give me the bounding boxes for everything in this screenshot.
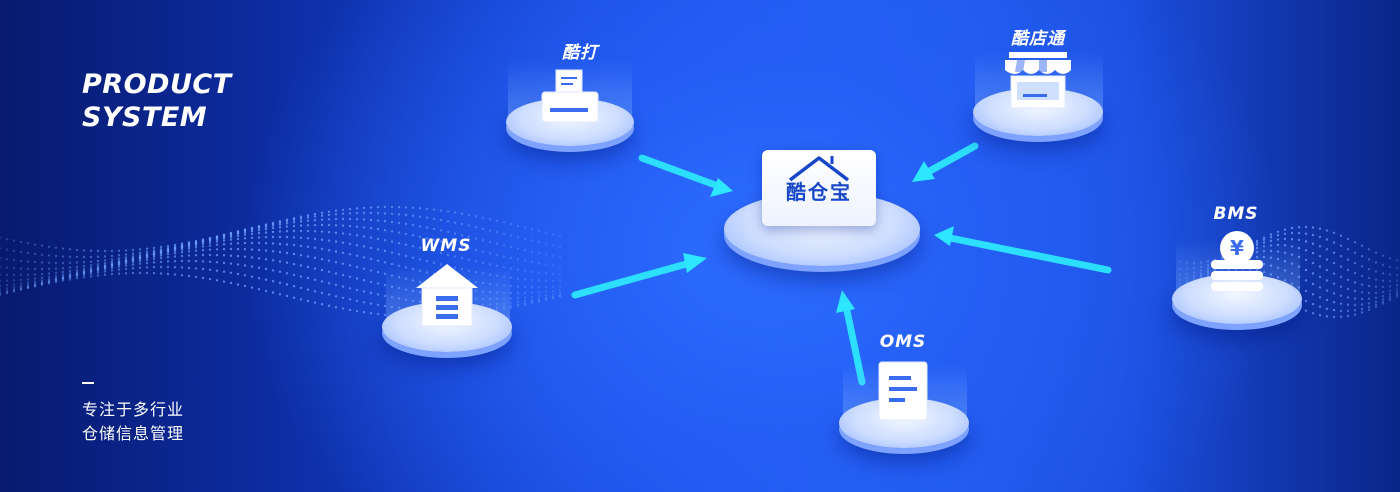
document-icon xyxy=(878,361,928,421)
kudiantong-label: 酷店通 xyxy=(1011,29,1065,49)
node-oms[interactable]: OMS xyxy=(835,330,975,460)
divider-dash xyxy=(82,382,94,384)
tagline-line-2: 仓储信息管理 xyxy=(82,424,185,443)
node-kuda[interactable]: 酷打 xyxy=(500,30,640,160)
oms-label: OMS xyxy=(879,332,927,352)
svg-text:¥: ¥ xyxy=(1230,236,1244,260)
node-wms[interactable]: WMS xyxy=(378,228,518,364)
warehouse-icon xyxy=(416,264,478,327)
headline-line-1: PRODUCT xyxy=(82,69,232,100)
yuan-coin-stack-icon: ¥ xyxy=(1211,231,1263,291)
arrow-bms-to-hub xyxy=(934,226,1112,274)
intro-block: PRODUCT SYSTEM xyxy=(82,68,232,134)
arrow-kudiantong-to-hub xyxy=(912,142,979,182)
wms-label: WMS xyxy=(420,236,472,256)
hub-logo-text: 酷仓宝 xyxy=(786,180,852,204)
hub-logo-card[interactable]: 酷仓宝 xyxy=(762,150,876,226)
bms-label: BMS xyxy=(1213,204,1259,224)
tagline-line-1: 专注于多行业 xyxy=(82,400,185,419)
arrow-wms-to-hub xyxy=(571,253,707,299)
storefront-icon xyxy=(1005,52,1071,109)
kuda-label: 酷打 xyxy=(562,43,598,63)
node-kudiantong[interactable]: 酷店通 xyxy=(965,18,1115,148)
node-bms[interactable]: BMS ¥ xyxy=(1168,202,1308,338)
tagline: 专注于多行业 仓储信息管理 xyxy=(82,398,184,446)
headline-line-2: SYSTEM xyxy=(82,102,208,133)
printer-icon xyxy=(541,69,599,123)
house-roof-logo-icon xyxy=(788,156,850,182)
